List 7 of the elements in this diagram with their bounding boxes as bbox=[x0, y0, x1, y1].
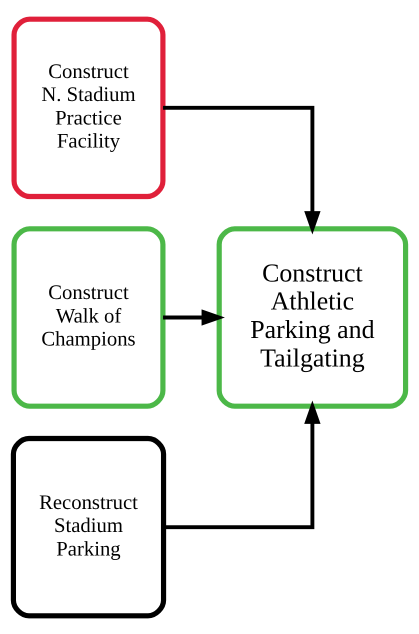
node-box: Construct N. Stadium Practice Facility bbox=[11, 16, 166, 199]
arrow bbox=[163, 105, 321, 234]
node-box: Reconstruct Stadium Parking bbox=[10, 435, 166, 618]
arrow bbox=[163, 308, 225, 326]
node-box: Construct Walk of Champions bbox=[11, 226, 166, 408]
arrow bbox=[164, 400, 321, 529]
node-box: Construct Athletic Parking and Tailgating bbox=[216, 226, 408, 408]
